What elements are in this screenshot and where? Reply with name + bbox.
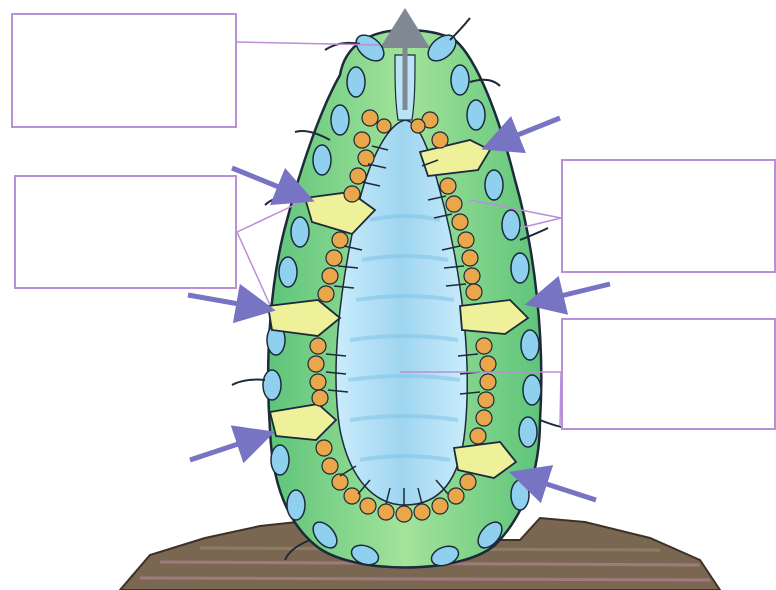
label-box-top-right[interactable] — [561, 159, 776, 273]
label-box-top-left[interactable] — [11, 13, 237, 128]
label-box-middle-left[interactable] — [14, 175, 237, 289]
label-box-bottom-right[interactable] — [561, 318, 776, 430]
